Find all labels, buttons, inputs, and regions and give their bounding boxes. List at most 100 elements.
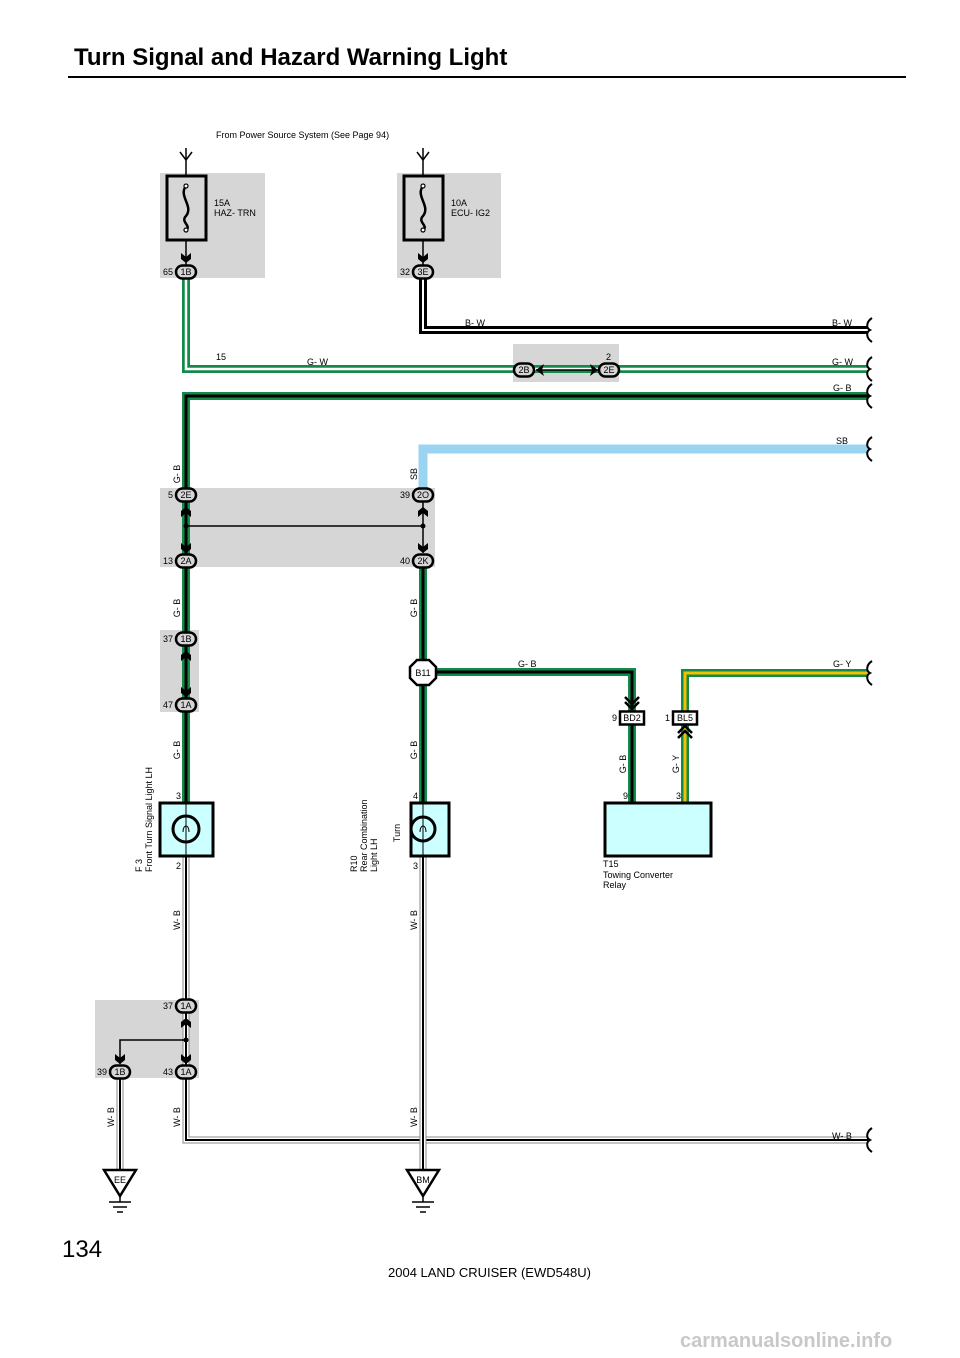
pin-number: 1 bbox=[665, 713, 670, 723]
wire-label: G- W bbox=[832, 357, 853, 367]
wire-label: G- W bbox=[307, 357, 328, 367]
pin-number: 13 bbox=[163, 556, 173, 566]
component-code: R10 bbox=[349, 855, 359, 872]
connector-code: 2E bbox=[603, 365, 614, 375]
wire-label: B- W bbox=[832, 318, 853, 328]
pin-number: 3 bbox=[413, 861, 418, 871]
pin-arrow-icon bbox=[115, 1054, 125, 1064]
component-f3 bbox=[158, 801, 215, 858]
connector-code: 1B bbox=[180, 634, 191, 644]
wire-gw bbox=[184, 272, 868, 371]
pin-arrow-icon bbox=[181, 651, 191, 661]
wire-gy bbox=[681, 669, 868, 803]
component-r10 bbox=[409, 801, 451, 858]
component-inner-label: Turn bbox=[392, 824, 402, 842]
title-divider bbox=[68, 76, 906, 78]
component-name: Front Turn Signal Light LH bbox=[144, 767, 154, 872]
wire-wb bbox=[183, 856, 868, 1143]
wire-label: G- B bbox=[172, 465, 182, 484]
pin-number: 3 bbox=[176, 791, 181, 801]
connector: 2E bbox=[597, 362, 621, 378]
component-name: Relay bbox=[603, 880, 627, 890]
connector-shape bbox=[174, 487, 198, 503]
connector-shape bbox=[174, 631, 198, 647]
component-code: F 3 bbox=[134, 859, 144, 872]
connector-code: 2B bbox=[518, 365, 529, 375]
wire-label: SB bbox=[409, 468, 419, 480]
connector-arrows bbox=[115, 253, 693, 1064]
connector-shape bbox=[174, 1064, 198, 1080]
connector-code: 1A bbox=[180, 1001, 191, 1011]
chevron-down-icon bbox=[624, 696, 640, 711]
wire-bw bbox=[422, 272, 868, 331]
component-t15 bbox=[603, 801, 713, 858]
r10-label: R10 Rear Combination Light LH bbox=[349, 799, 379, 872]
junction-code: B11 bbox=[415, 668, 430, 678]
wire-break-icon bbox=[866, 356, 873, 382]
wire-label: G- B bbox=[618, 755, 628, 774]
connector-code: 1A bbox=[180, 1067, 191, 1077]
connector-shape bbox=[174, 998, 198, 1014]
wire-label: W- B bbox=[172, 1107, 182, 1127]
fuse-name: ECU- IG2 bbox=[451, 208, 490, 218]
chevron-up-icon bbox=[677, 724, 693, 739]
wire-label: G- Y bbox=[833, 659, 851, 669]
component-code: T15 bbox=[603, 859, 619, 869]
fuse-haz-trn bbox=[165, 148, 208, 266]
pin-number: 4 bbox=[413, 791, 418, 801]
wires bbox=[116, 272, 868, 1170]
pin-number: 39 bbox=[400, 490, 410, 500]
pin-number: 37 bbox=[163, 634, 173, 644]
ground-label: BM bbox=[416, 1175, 430, 1185]
connector-shape bbox=[597, 362, 621, 378]
ground-bm bbox=[404, 1168, 442, 1213]
pin-arrow-icon bbox=[181, 543, 191, 553]
connector-shape bbox=[411, 553, 435, 569]
wire-label: G- B bbox=[518, 659, 537, 669]
pin-arrow-icon bbox=[181, 687, 191, 697]
wire-label: G- B bbox=[833, 383, 852, 393]
connector: 2B bbox=[512, 362, 536, 378]
pin-number: 39 bbox=[97, 1067, 107, 1077]
wire-gb bbox=[423, 668, 636, 803]
wire-break-icon bbox=[866, 660, 873, 686]
connector-code: 1A bbox=[180, 700, 191, 710]
pin-arrow-icon bbox=[181, 1054, 191, 1064]
connector-code: 1B bbox=[114, 1067, 125, 1077]
junction-boxes bbox=[95, 173, 619, 1078]
wire-break-icon bbox=[866, 383, 873, 409]
wire-label: B- W bbox=[465, 318, 486, 328]
fuse-ecu-ig2 bbox=[402, 148, 445, 266]
junction-box-2e-2o bbox=[160, 488, 435, 567]
pin-arrow-icon bbox=[418, 253, 428, 263]
wire-label: W- B bbox=[106, 1107, 116, 1127]
connector: 1B 39 bbox=[97, 1064, 132, 1080]
wire-break-icon bbox=[866, 1127, 873, 1153]
wire-label: SB bbox=[836, 436, 848, 446]
f3-label: F 3 Front Turn Signal Light LH bbox=[134, 767, 154, 872]
page-number: 134 bbox=[62, 1236, 103, 1263]
wire-gy bbox=[683, 671, 868, 803]
connector-code: BD2 bbox=[623, 713, 641, 723]
wire-label: G- B bbox=[172, 599, 182, 618]
wire-sb bbox=[418, 444, 868, 495]
connector-code: 3E bbox=[417, 267, 428, 277]
pin-number: 5 bbox=[168, 490, 173, 500]
pin-number: 40 bbox=[400, 556, 410, 566]
junction-dots bbox=[183, 523, 426, 1043]
wire-gb bbox=[423, 670, 634, 803]
ground-ee bbox=[101, 1168, 139, 1213]
pin-arrow-icon bbox=[181, 253, 191, 263]
pin-number: 2 bbox=[176, 861, 181, 871]
pin-number: 65 bbox=[163, 267, 173, 277]
pin-number: 3 bbox=[676, 791, 681, 801]
wire-break-icon bbox=[866, 436, 873, 462]
